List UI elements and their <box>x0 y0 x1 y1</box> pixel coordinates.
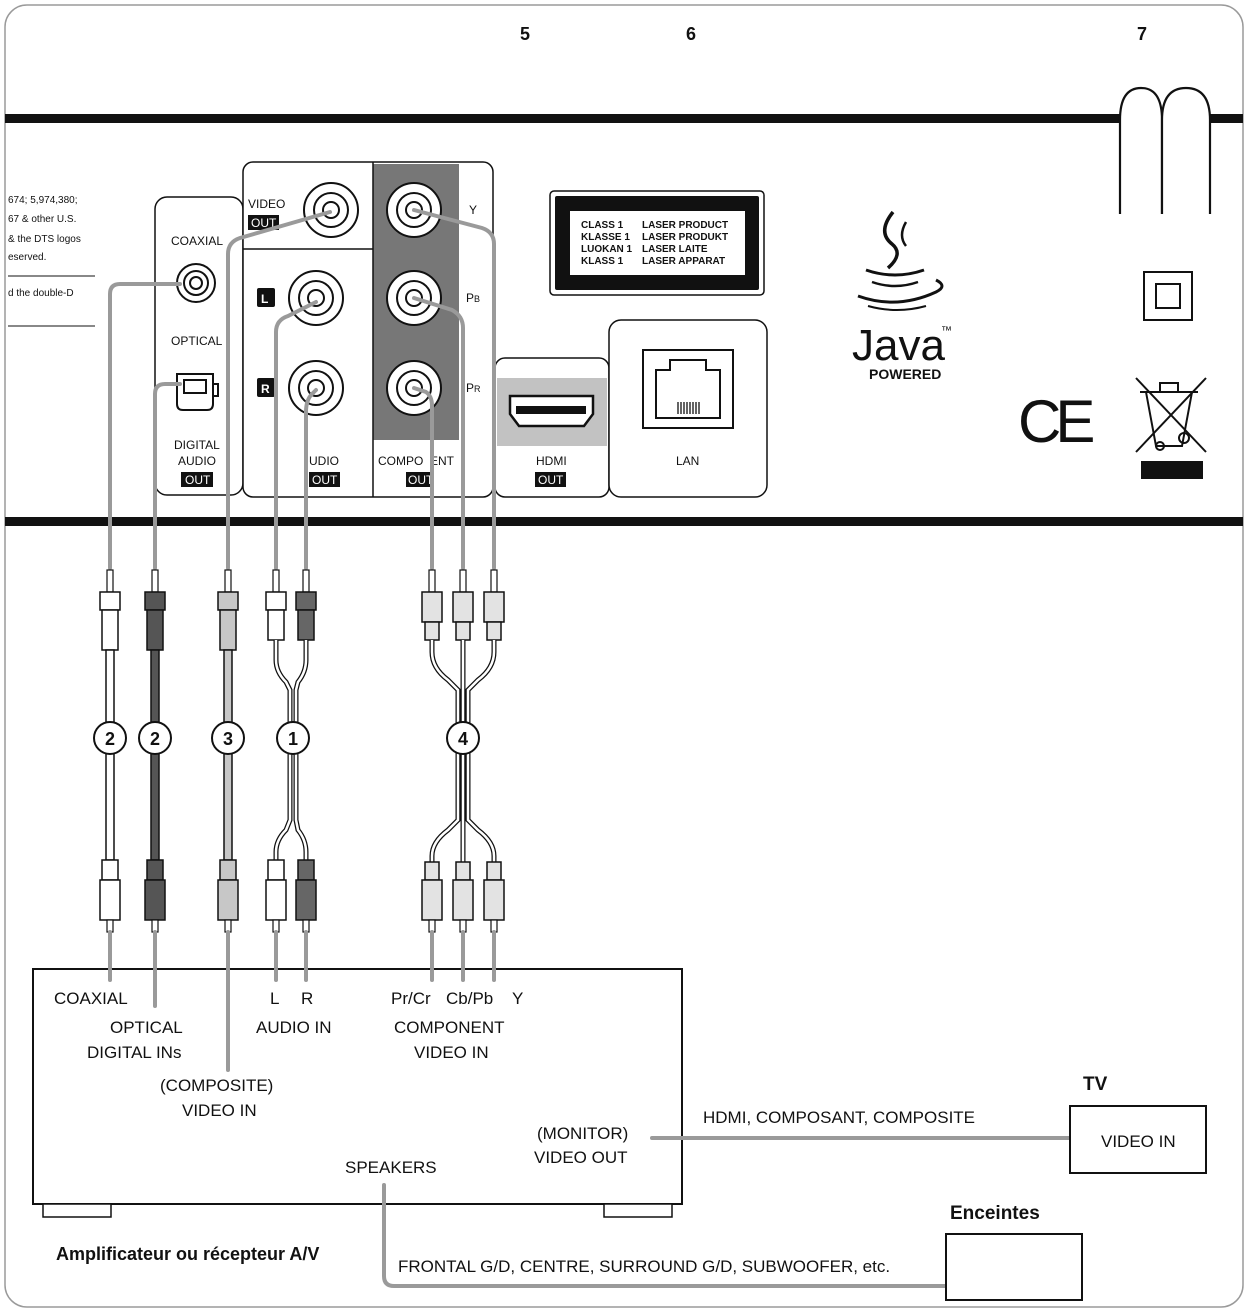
amp-audio-l: L <box>270 989 279 1008</box>
component-pr-label: PR <box>466 381 481 395</box>
svg-text:OUT: OUT <box>185 473 211 487</box>
tv-title: TV <box>1083 1074 1108 1095</box>
analog-panel: VIDEO OUT L R UDIO OUT Y PB PR COMPO EN <box>242 161 494 498</box>
weee-bin-icon <box>1135 377 1207 479</box>
amp-monitor-2: VIDEO OUT <box>534 1148 628 1167</box>
svg-text:OUT: OUT <box>251 216 277 230</box>
svg-text:LASER PRODUCT: LASER PRODUCT <box>642 220 728 231</box>
svg-text:™: ™ <box>941 325 952 337</box>
amp-title: Amplificateur ou récepteur A/V <box>56 1244 319 1264</box>
svg-text:CLASS 1: CLASS 1 <box>581 220 624 231</box>
amp-optical: OPTICAL <box>110 1018 183 1037</box>
svg-text:DIGITAL: DIGITAL <box>174 438 220 452</box>
hdmi-label: HDMI <box>536 454 567 468</box>
callout-6: 6 <box>686 24 696 44</box>
cable-badge-optical: 2 <box>150 729 160 749</box>
amplifier: COAXIAL OPTICAL DIGITAL INs (COMPOSITE) … <box>32 967 683 1218</box>
coaxial-label: COAXIAL <box>171 234 223 248</box>
amp-cbpb: Cb/Pb <box>446 989 493 1008</box>
digital-audio-panel: COAXIAL OPTICAL DIGITAL AUDIO OUT <box>154 196 244 496</box>
ce-mark: CE <box>1018 388 1093 455</box>
java-logo: Java ™ POWERED <box>852 210 952 382</box>
tv-link-label: HDMI, COMPOSANT, COMPOSITE <box>703 1108 975 1127</box>
amp-component-1: COMPONENT <box>394 1018 505 1037</box>
svg-text:67 & other U.S.: 67 & other U.S. <box>8 214 76 225</box>
power-cord <box>1118 86 1212 214</box>
svg-text:LASER LAITE: LASER LAITE <box>642 244 708 255</box>
audio-r-label: R <box>261 382 270 396</box>
speakers-link-label: FRONTAL G/D, CENTRE, SURROUND G/D, SUBWO… <box>398 1257 890 1276</box>
java-powered: POWERED <box>869 366 941 382</box>
lan-label: LAN <box>676 454 699 468</box>
double-insulation-icon <box>1143 271 1193 321</box>
optical-label: OPTICAL <box>171 334 223 348</box>
svg-text:& the DTS logos: & the DTS logos <box>8 234 81 245</box>
hdmi-panel: HDMI OUT <box>494 357 610 498</box>
callout-5: 5 <box>520 24 530 44</box>
speakers-link-wire <box>382 1183 950 1288</box>
cable-badge-component: 4 <box>458 729 468 749</box>
speakers-box <box>945 1233 1083 1301</box>
amp-digital-ins: DIGITAL INs <box>87 1043 181 1062</box>
svg-text:LASER APPARAT: LASER APPARAT <box>642 256 725 267</box>
panel-top-edge <box>5 114 1243 123</box>
cable-badge-coaxial: 2 <box>105 729 115 749</box>
svg-text:d the double-D: d the double-D <box>8 288 74 299</box>
svg-text:AUDIO: AUDIO <box>178 454 216 468</box>
speakers-title: Enceintes <box>950 1203 1040 1224</box>
amp-speakers: SPEAKERS <box>345 1158 437 1177</box>
component-pb-label: PB <box>466 291 480 305</box>
lan-panel: LAN <box>608 319 768 498</box>
patent-text: 674; 5,974,380; 67 & other U.S. & the DT… <box>8 195 95 327</box>
video-label: VIDEO <box>248 197 285 211</box>
tv-box: VIDEO IN <box>1069 1105 1207 1174</box>
cable-number-badges: 2 2 3 1 4 <box>93 721 480 755</box>
svg-text:674; 5,974,380;: 674; 5,974,380; <box>8 195 78 206</box>
amp-monitor-1: (MONITOR) <box>537 1124 628 1143</box>
audio-l-label: L <box>261 292 268 306</box>
coaxial-jack <box>176 263 216 303</box>
audio-label: UDIO <box>309 454 339 468</box>
tv-video-in: VIDEO IN <box>1101 1132 1176 1151</box>
svg-text:OUT: OUT <box>538 473 564 487</box>
amp-coaxial: COAXIAL <box>54 989 128 1008</box>
laser-label: CLASS 1 LASER PRODUCT KLASSE 1 LASER PRO… <box>549 190 765 296</box>
svg-text:KLASSE 1: KLASSE 1 <box>581 232 630 243</box>
svg-text:LUOKAN 1: LUOKAN 1 <box>581 244 633 255</box>
svg-text:OUT: OUT <box>408 473 434 487</box>
cable-badge-audio: 1 <box>288 729 298 749</box>
audio-l-jack <box>288 270 344 326</box>
svg-text:eserved.: eserved. <box>8 252 46 263</box>
java-name: Java <box>852 321 945 370</box>
amp-audio-in: AUDIO IN <box>256 1018 332 1037</box>
callout-7: 7 <box>1137 24 1147 44</box>
amp-y: Y <box>512 989 523 1008</box>
component-y-label: Y <box>469 203 477 217</box>
panel-bottom-edge <box>5 517 1243 526</box>
cable-badge-composite: 3 <box>223 729 233 749</box>
amp-audio-r: R <box>301 989 313 1008</box>
svg-text:KLASS 1: KLASS 1 <box>581 256 624 267</box>
svg-text:OUT: OUT <box>312 473 338 487</box>
lan-port <box>655 359 721 419</box>
svg-text:LASER PRODUKT: LASER PRODUKT <box>642 232 728 243</box>
amp-prcr: Pr/Cr <box>391 989 431 1008</box>
component-label: COMPO ENT <box>378 454 455 468</box>
panel-wires <box>108 208 496 570</box>
amp-composite-1: (COMPOSITE) <box>160 1076 273 1095</box>
optical-jack <box>176 373 219 411</box>
amp-component-2: VIDEO IN <box>414 1043 489 1062</box>
amp-composite-2: VIDEO IN <box>182 1101 257 1120</box>
video-jack <box>303 182 359 238</box>
